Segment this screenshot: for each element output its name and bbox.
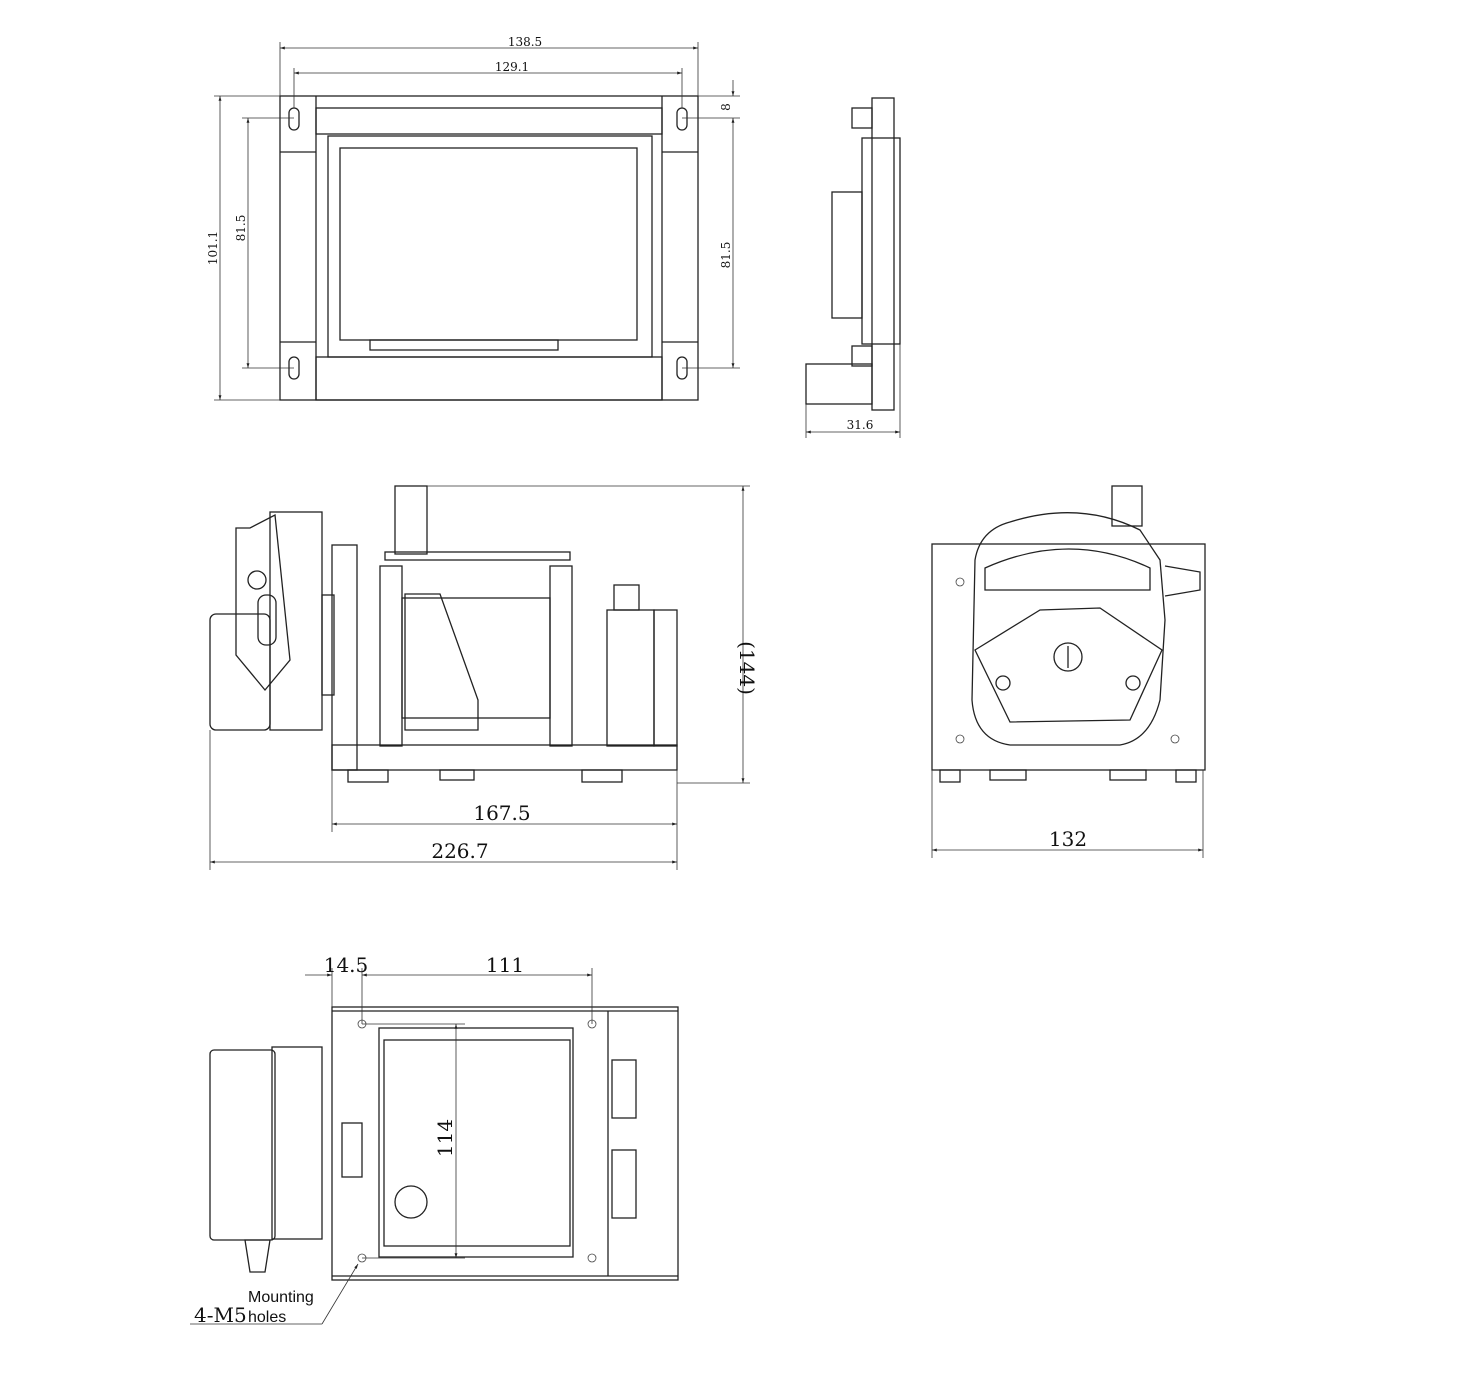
- dim-height-holes-left: 81.5: [234, 215, 248, 242]
- display-side-view: 31.6: [805, 97, 901, 438]
- dim-width-outer: 138.5: [508, 35, 542, 49]
- display-front-view: 138.5 129.1 101.1 81.5 81.5 8: [206, 35, 740, 401]
- dim-hole-spacing-y: 114: [433, 1119, 457, 1157]
- dim-width: 132: [1049, 827, 1087, 851]
- hole-spec: 4-M5: [194, 1303, 247, 1327]
- hole-note-line2: holes: [248, 1309, 286, 1326]
- dim-height-holes-right: 81.5: [719, 242, 733, 269]
- pump-front-view: 132: [931, 485, 1206, 858]
- dim-total-length: 226.7: [431, 839, 488, 863]
- dim-hole-offset: 8: [719, 103, 733, 111]
- dim-height-outer: 101.1: [206, 231, 220, 265]
- dim-width-holes: 129.1: [495, 60, 529, 74]
- pump-side-view: (144) 167.5 226.7: [209, 485, 759, 870]
- pump-bottom-view: 14.5 111 114 4-M5 Mounting holes: [190, 953, 679, 1327]
- dim-depth: 31.6: [847, 418, 874, 432]
- dim-hole-spacing-x: 111: [486, 953, 524, 977]
- dim-height: (144): [735, 641, 759, 695]
- dim-edge-offset: 14.5: [324, 953, 369, 977]
- dim-base-length: 167.5: [473, 801, 530, 825]
- hole-note-line1: Mounting: [248, 1289, 314, 1306]
